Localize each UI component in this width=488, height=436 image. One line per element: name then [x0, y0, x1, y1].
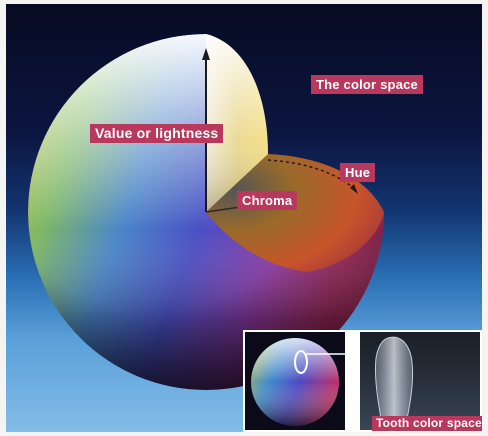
- color-space-figure: Value or lightness The color space Hue C…: [6, 4, 482, 432]
- value-lightness-label: Value or lightness: [90, 124, 223, 143]
- chroma-label: Chroma: [237, 191, 297, 210]
- color-space-label: The color space: [311, 75, 423, 94]
- tooth-color-space-label: Tooth color space: [372, 416, 482, 431]
- hue-label: Hue: [340, 163, 375, 182]
